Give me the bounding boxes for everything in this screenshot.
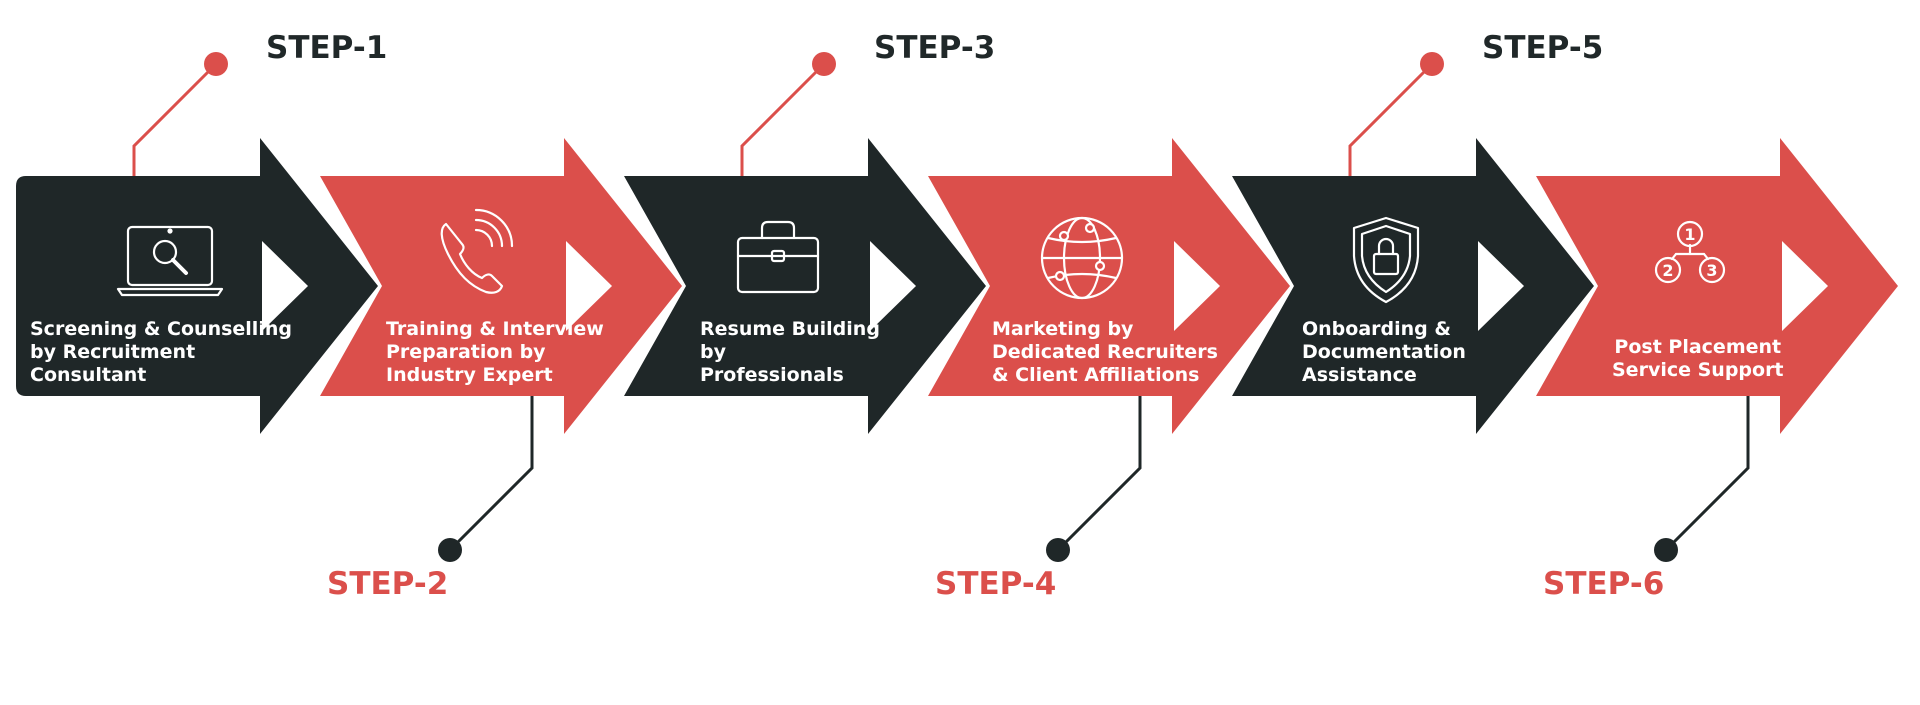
step-label-1: STEP-1	[266, 30, 388, 66]
briefcase-icon	[736, 220, 820, 294]
arrow-shape	[624, 138, 986, 434]
connector-dot	[812, 52, 836, 76]
description-line: Screening & Counselling	[30, 318, 292, 340]
description-line: by Recruitment	[30, 341, 196, 363]
connector-line	[1666, 396, 1750, 550]
description-line: Industry Expert	[386, 364, 553, 386]
step-arrow-6	[1536, 138, 1898, 434]
connector-dot	[204, 52, 228, 76]
step-connector-2	[438, 396, 534, 562]
connector-line	[132, 64, 216, 176]
arrow-triangle-icon	[1478, 241, 1524, 331]
arrow-triangle-icon	[1174, 241, 1220, 331]
step-label-5: STEP-5	[1482, 30, 1604, 66]
description-line: Post Placement	[1614, 336, 1782, 358]
step-connector-1	[132, 52, 228, 176]
description-line: Resume Building	[700, 318, 880, 340]
connector-line	[1348, 64, 1432, 176]
phone-call-icon	[440, 208, 514, 294]
arrow-triangle-icon	[566, 241, 612, 331]
connector-line	[740, 64, 824, 176]
step-arrow-4	[928, 138, 1290, 434]
step-label-6: STEP-6	[1543, 566, 1665, 602]
step-number: 1	[1684, 225, 1695, 244]
step-connector-5	[1348, 52, 1444, 176]
description-line: Onboarding &	[1302, 318, 1451, 340]
connector-line	[450, 396, 534, 550]
connector-dot	[438, 538, 462, 562]
description-line: Preparation by	[386, 341, 546, 363]
description-line: Documentation	[1302, 341, 1466, 363]
connector-dot	[1420, 52, 1444, 76]
description-line: Marketing by	[992, 318, 1134, 340]
description-line: Consultant	[30, 364, 147, 386]
step-arrow-3	[624, 138, 986, 434]
step-number: 3	[1706, 261, 1717, 280]
globe-network-icon	[1040, 216, 1124, 300]
description-line: by	[700, 341, 726, 363]
laptop-search-icon	[116, 225, 224, 297]
description-line: Assistance	[1302, 364, 1417, 386]
arrow-triangle-icon	[1782, 241, 1828, 331]
connector-dot	[1046, 538, 1070, 562]
step-label-3: STEP-3	[874, 30, 996, 66]
connector-line	[1058, 396, 1142, 550]
arrow-triangle-icon	[870, 241, 916, 331]
connector-dot	[1654, 538, 1678, 562]
shield-lock-icon	[1352, 216, 1420, 304]
step-connector-6	[1654, 396, 1750, 562]
step-connector-3	[740, 52, 836, 176]
description-line: Dedicated Recruiters	[992, 341, 1218, 363]
step-arrow-5	[1232, 138, 1594, 434]
arrow-shape	[1536, 138, 1898, 434]
arrow-shape	[928, 138, 1290, 434]
step-label-4: STEP-4	[935, 566, 1057, 602]
numbered-steps-icon: 12 3	[1654, 220, 1726, 284]
description-line: Training & Interview	[386, 318, 604, 340]
description-line: & Client Affiliations	[992, 364, 1200, 386]
arrow-triangle-icon	[262, 241, 308, 331]
description-line: Professionals	[700, 364, 844, 386]
step-label-2: STEP-2	[327, 566, 449, 602]
description-line: Service Support	[1612, 359, 1784, 381]
step-number: 2	[1662, 261, 1673, 280]
arrow-shape	[1232, 138, 1594, 434]
step-connector-4	[1046, 396, 1142, 562]
